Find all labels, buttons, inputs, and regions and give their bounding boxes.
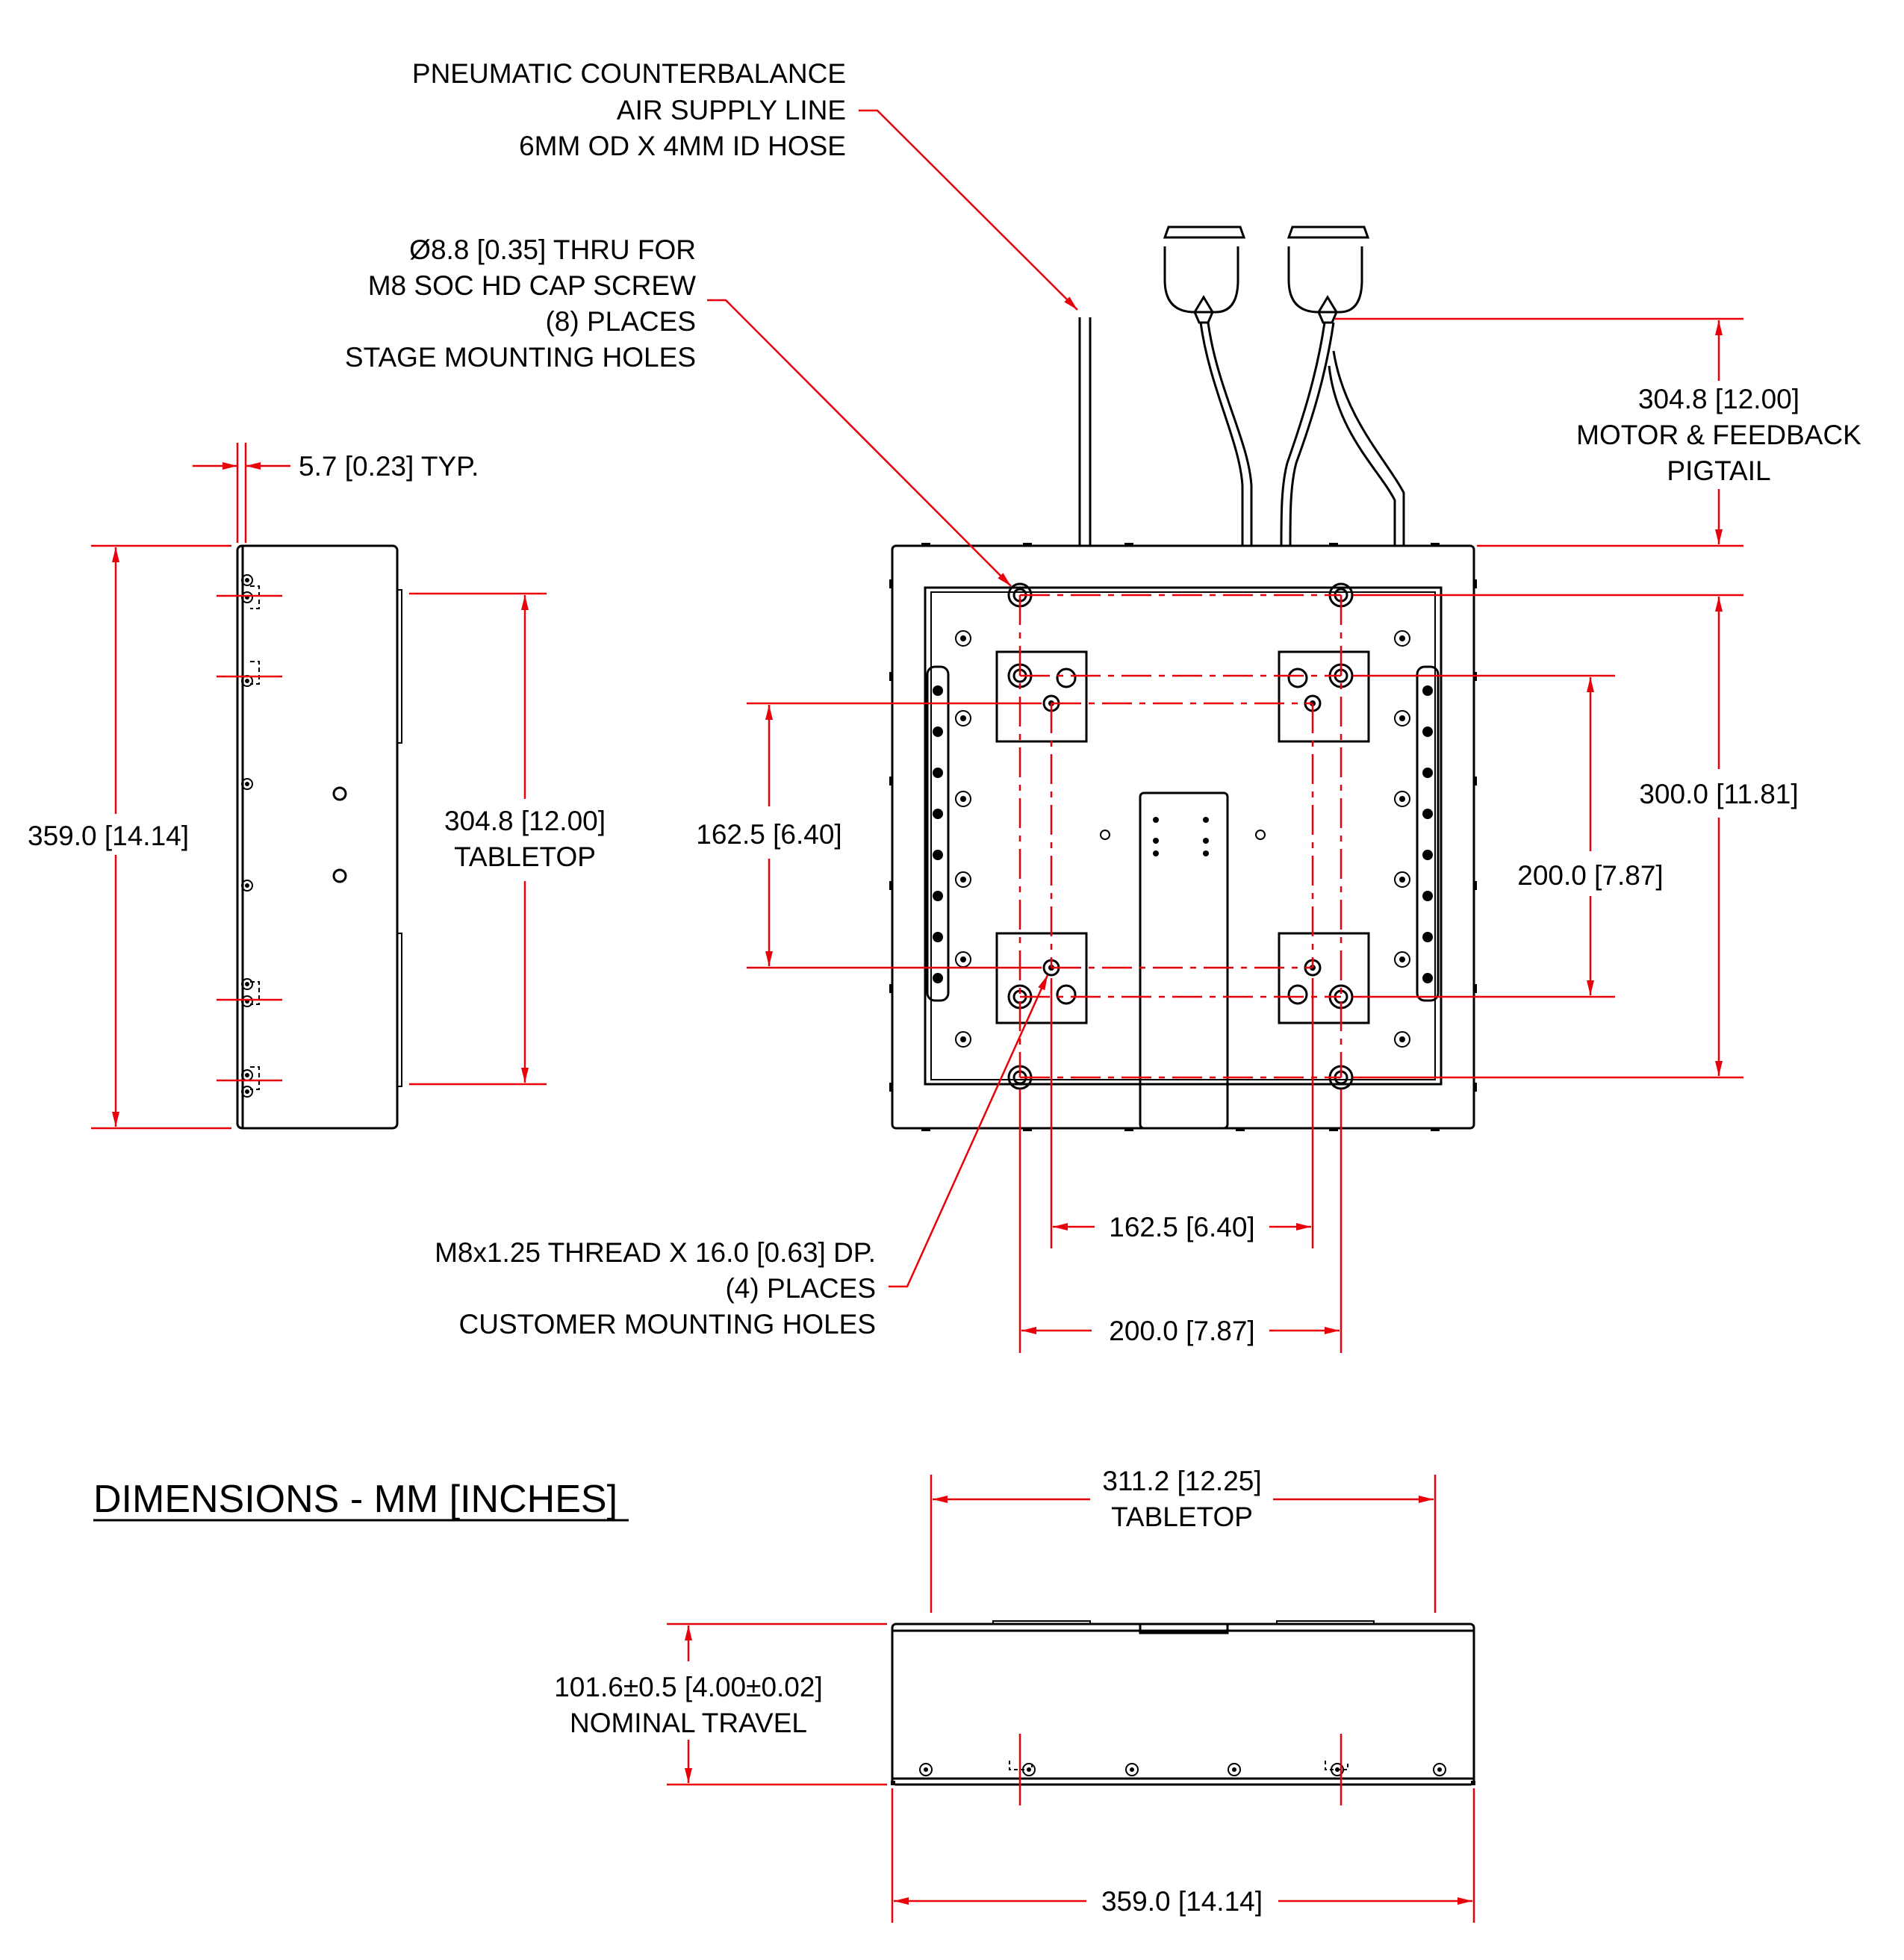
connector-right — [1287, 225, 1370, 324]
stage-holes-callout-4: STAGE MOUNTING HOLES — [345, 342, 696, 373]
rail-screws — [933, 685, 1433, 983]
air-line-callout-3: 6MM OD X 4MM ID HOSE — [519, 131, 846, 161]
side-tabletop-dim-label: TABLETOP — [454, 841, 596, 872]
front-view-body — [891, 1623, 1475, 1786]
drawing-title: DIMENSIONS - MM [INCHES] — [93, 1478, 617, 1521]
tabletop-screws — [955, 630, 1410, 1048]
top-view — [889, 225, 1477, 1131]
center-bellows — [1139, 791, 1229, 1130]
pigtail-cable-left — [1199, 322, 1253, 546]
pigtail-dim-value: 304.8 [12.00] — [1638, 384, 1799, 414]
top-view-centerlines — [1018, 594, 1343, 1079]
front-view — [891, 1620, 1475, 1786]
edge-bumps — [889, 543, 1477, 1131]
pigtail-cable-right — [1328, 350, 1405, 546]
air-line-callout-1: PNEUMATIC COUNTERBALANCE — [412, 58, 846, 89]
rail-right — [1416, 665, 1440, 1002]
pad-top-right — [1278, 650, 1370, 743]
customer-vertical-right-dim: 200.0 [7.87] — [1517, 860, 1663, 891]
front-view-screws — [919, 1763, 1446, 1776]
tabletop-outline — [924, 586, 1443, 1086]
air-hose — [1078, 317, 1092, 546]
travel-dim-label: NOMINAL TRAVEL — [570, 1708, 807, 1738]
connector-left — [1163, 225, 1246, 324]
customer-vertical-dim: 162.5 [6.40] — [696, 819, 841, 850]
stage-holes-callout-1: Ø8.8 [0.35] THRU FOR — [409, 234, 696, 265]
side-view — [236, 544, 402, 1130]
side-view-body — [236, 544, 399, 1130]
pigtail-dim-label-2: PIGTAIL — [1667, 455, 1770, 486]
stage-holes-callout-3: (8) PLACES — [545, 306, 696, 337]
pad-top-left — [995, 650, 1088, 743]
stage-mounting-holes — [1007, 582, 1354, 1090]
bellows-dots — [1153, 817, 1209, 856]
side-view-dimensions: 5.7 [0.23] TYP. 359.0 [14.14] 304.8 [12.… — [28, 443, 606, 1130]
top-view-dimensions: 304.8 [12.00] MOTOR & FEEDBACK PIGTAIL 3… — [696, 317, 1861, 1353]
stage-horizontal-dim: 200.0 [7.87] — [1109, 1316, 1254, 1346]
stage-holes-callout-2: M8 SOC HD CAP SCREW — [368, 270, 696, 301]
front-tabletop-dim-value: 311.2 [12.25] — [1102, 1466, 1261, 1496]
callouts: PNEUMATIC COUNTERBALANCE AIR SUPPLY LINE… — [345, 58, 1078, 1340]
side-tabletop-dim-value: 304.8 [12.00] — [444, 806, 606, 836]
pigtail-cable-middle — [1280, 322, 1335, 547]
front-bellows-top — [1139, 1623, 1229, 1634]
pad-bottom-left — [995, 932, 1088, 1024]
pad-counterbores — [1056, 668, 1308, 1005]
customer-holes-callout-2: (4) PLACES — [725, 1273, 876, 1304]
travel-dim-value: 101.6±0.5 [4.00±0.02] — [554, 1672, 823, 1702]
top-view-body — [891, 544, 1475, 1130]
front-view-dimensions: 311.2 [12.25] TABLETOP 101.6±0.5 [4.00±0… — [554, 1466, 1475, 1923]
customer-holes-callout-3: CUSTOMER MOUNTING HOLES — [459, 1309, 876, 1340]
stage-vertical-dim: 300.0 [11.81] — [1639, 779, 1798, 809]
front-tabletop-dim-label: TABLETOP — [1111, 1502, 1253, 1532]
pigtail-dim-label-1: MOTOR & FEEDBACK — [1576, 420, 1861, 450]
rail-left — [926, 665, 950, 1002]
side-height-dim: 359.0 [14.14] — [28, 821, 189, 851]
customer-horizontal-dim: 162.5 [6.40] — [1109, 1212, 1254, 1242]
air-line-callout-2: AIR SUPPLY LINE — [617, 95, 846, 125]
front-width-dim: 359.0 [14.14] — [1101, 1886, 1263, 1917]
pad-bottom-right — [1278, 932, 1370, 1024]
customer-holes-callout-1: M8x1.25 THREAD X 16.0 [0.63] DP. — [435, 1237, 876, 1268]
side-view-screws — [241, 574, 347, 1098]
wall-thickness-dim: 5.7 [0.23] TYP. — [299, 451, 479, 482]
